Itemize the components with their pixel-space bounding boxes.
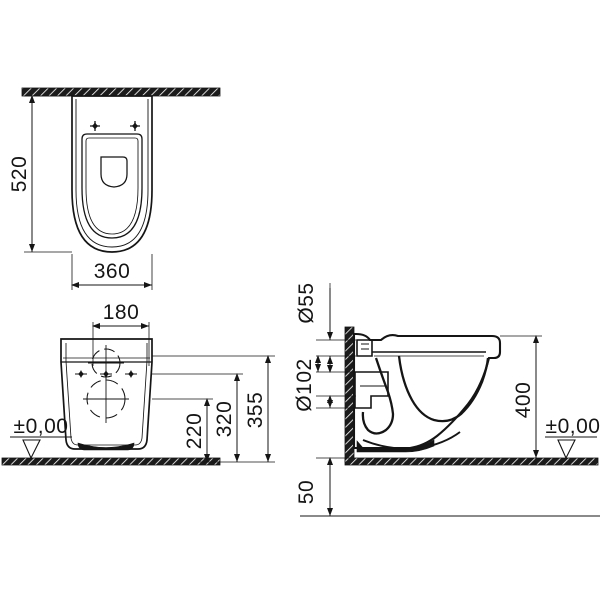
dimension-180	[92, 322, 150, 366]
dimension-520	[24, 95, 72, 253]
side-view-bowl-interior	[397, 355, 490, 423]
top-view-rim-outline-inner	[85, 137, 139, 235]
front-view-body-outline	[60, 338, 153, 450]
top-view-bolt-markers	[90, 121, 140, 131]
dimension-320-label: 320	[213, 401, 236, 438]
side-view: Ø55 Ø102 400	[293, 282, 600, 517]
datum-left-label: ±0,00	[14, 415, 69, 438]
side-view-trap-path	[361, 357, 395, 435]
dimension-d102	[315, 355, 356, 409]
dimension-d55	[316, 283, 356, 357]
side-view-floor-hatch	[344, 457, 599, 466]
dimension-360-label: 360	[94, 260, 131, 283]
side-view-base-fill	[356, 439, 435, 453]
top-view: 520 360	[8, 87, 221, 290]
datum-right-label: ±0,00	[546, 415, 600, 438]
front-view-floor-hatch	[1, 457, 221, 466]
dimension-50-label: 50	[295, 480, 318, 504]
front-view-body-inner-offset	[65, 343, 148, 446]
datum-marker-right	[545, 436, 597, 460]
dimension-400-label: 400	[512, 382, 535, 419]
top-view-rim-outline	[81, 133, 143, 239]
dimension-d55-label: Ø55	[295, 282, 318, 323]
top-view-bowl-outline-inner-offset	[75, 99, 149, 248]
front-view: 180 220 320 3	[1, 301, 275, 466]
dimension-520-label: 520	[8, 156, 31, 193]
side-view-bowl-profile	[352, 332, 502, 450]
side-view-wall-hatch	[344, 326, 355, 463]
datum-marker-left	[10, 436, 72, 460]
dimension-220-label: 220	[183, 413, 206, 450]
top-view-bowl-outline	[71, 95, 153, 253]
dimension-355-label: 355	[244, 392, 267, 429]
front-view-center-marks	[83, 345, 129, 423]
top-view-aperture	[100, 156, 128, 188]
dimension-360	[71, 254, 153, 290]
dimension-50	[300, 457, 600, 517]
front-view-foot	[77, 442, 135, 451]
top-view-wall-hatch	[21, 87, 221, 97]
side-view-inlet-fitting	[356, 339, 373, 357]
dimension-180-label: 180	[103, 301, 140, 324]
dimension-400	[500, 335, 542, 458]
dimension-d102-label: Ø102	[293, 358, 316, 411]
